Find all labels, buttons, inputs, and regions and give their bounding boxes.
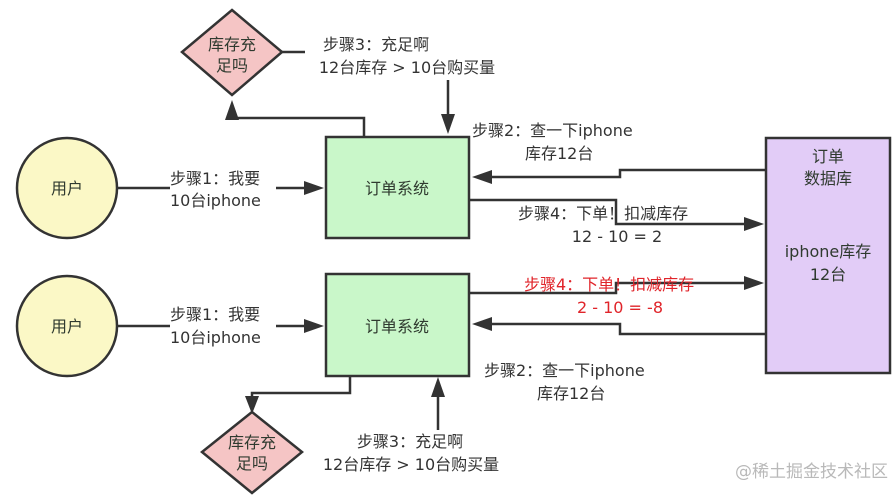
bottom-order-system-label: 订单系统 bbox=[365, 317, 429, 336]
top-step1-line1: 步骤1：我要 bbox=[170, 169, 260, 188]
bottom-decision-node: 库存充 足吗 bbox=[200, 410, 304, 495]
order-database-box bbox=[764, 136, 892, 375]
bottom-user-label: 用户 bbox=[51, 317, 83, 336]
bottom-step3-line1: 步骤3：充足啊 bbox=[357, 432, 463, 451]
bottom-step1-line2: 10台iphone bbox=[170, 328, 261, 347]
bottom-decision-diamond bbox=[200, 410, 304, 495]
bottom-step3-line2: 12台库存 > 10台购买量 bbox=[323, 455, 499, 474]
bottom-step3-arrow bbox=[431, 377, 445, 430]
arrowhead-icon bbox=[744, 217, 764, 231]
top-system-to-decision-arrow bbox=[225, 100, 366, 137]
bottom-decision-line1: 库存充 bbox=[228, 433, 276, 452]
top-step4-line2: 12 - 10 = 2 bbox=[572, 227, 662, 246]
arrowhead-icon bbox=[744, 276, 764, 290]
arrowhead-icon bbox=[441, 114, 455, 134]
arrowhead-icon bbox=[304, 181, 324, 195]
top-step1-arrow bbox=[118, 181, 324, 195]
top-step3-line1: 步骤3：充足啊 bbox=[323, 35, 429, 54]
top-step1-line2: 10台iphone bbox=[170, 191, 261, 210]
top-user-node: 用户 bbox=[15, 136, 119, 240]
arrowhead-icon bbox=[304, 319, 324, 333]
database-title-line2: 数据库 bbox=[804, 169, 852, 188]
arrowhead-icon bbox=[472, 317, 492, 331]
database-title-line1: 订单 bbox=[812, 147, 844, 166]
top-decision-line2: 足吗 bbox=[216, 56, 248, 75]
arrowhead-icon bbox=[225, 100, 239, 120]
bottom-step4-line1: 步骤4：下单！扣减库存 bbox=[524, 275, 694, 294]
top-order-system-node: 订单系统 bbox=[324, 135, 471, 240]
arrowhead-icon bbox=[472, 170, 492, 184]
top-decision-line1: 库存充 bbox=[208, 35, 256, 54]
top-step3-line2: 12台库存 > 10台购买量 bbox=[319, 58, 495, 77]
database-stock-line1: iphone库存 bbox=[785, 242, 872, 261]
bottom-order-system-box bbox=[324, 272, 471, 378]
top-decision-diamond bbox=[180, 8, 284, 97]
bottom-step2-line2: 库存12台 bbox=[537, 384, 605, 403]
bottom-step4-line2: 2 - 10 = -8 bbox=[577, 298, 663, 317]
top-step2-arrow bbox=[472, 168, 766, 184]
bottom-user-circle bbox=[15, 274, 119, 378]
arrowhead-icon bbox=[431, 377, 445, 397]
bottom-order-system-node: 订单系统 bbox=[324, 272, 471, 378]
top-step3-arrow bbox=[441, 80, 455, 134]
top-step2-line1: 步骤2：查一下iphone bbox=[472, 121, 633, 140]
arrowhead-icon bbox=[245, 396, 259, 414]
top-decision-node: 库存充 足吗 bbox=[180, 8, 284, 97]
bottom-step1-line1: 步骤1：我要 bbox=[170, 305, 260, 324]
top-user-circle bbox=[15, 136, 119, 240]
top-order-system-label: 订单系统 bbox=[365, 179, 429, 198]
bottom-system-to-decision-arrow bbox=[245, 376, 352, 414]
top-user-label: 用户 bbox=[51, 179, 83, 198]
database-stock-line2: 12台 bbox=[810, 265, 846, 284]
bottom-step2-line1: 步骤2：查一下iphone bbox=[484, 361, 645, 380]
bottom-decision-line2: 足吗 bbox=[236, 454, 268, 473]
bottom-step4-arrow bbox=[469, 276, 764, 295]
top-step2-line2: 库存12台 bbox=[525, 144, 593, 163]
bottom-user-node: 用户 bbox=[15, 274, 119, 378]
top-order-system-box bbox=[324, 135, 471, 240]
top-step4-arrow bbox=[469, 198, 764, 231]
order-database-node: 订单 数据库 iphone库存 12台 bbox=[764, 136, 892, 375]
watermark: @稀土掘金技术社区 bbox=[735, 462, 888, 482]
top-step4-line1: 步骤4：下单！扣减库存 bbox=[518, 204, 688, 223]
bottom-step1-arrow bbox=[118, 319, 324, 333]
bottom-step2-arrow bbox=[472, 317, 766, 336]
